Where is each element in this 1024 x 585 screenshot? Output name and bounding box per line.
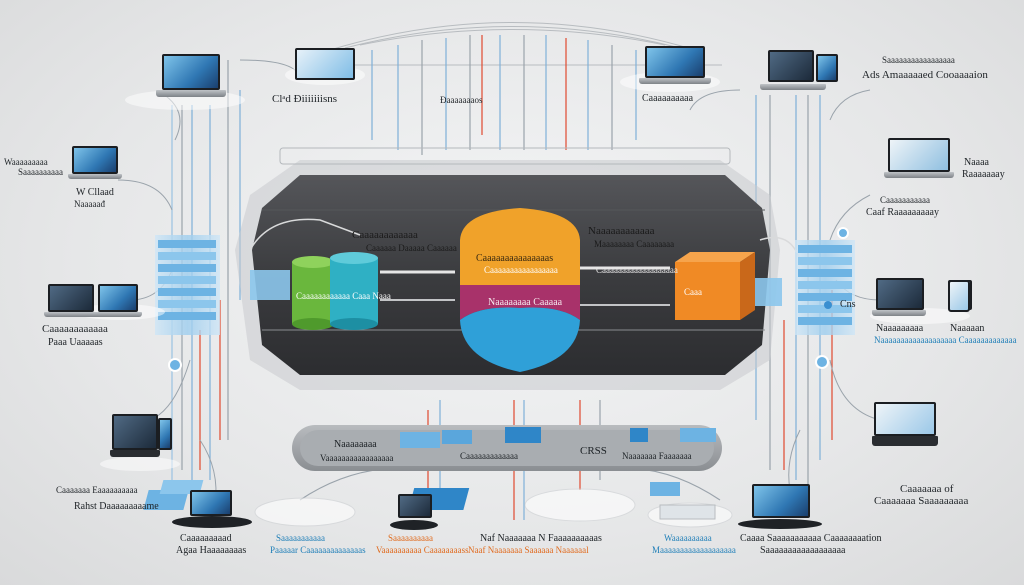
label-right-lower-b: Naaaaan (950, 323, 985, 334)
label-right-mid-a: Caaaaaaaaaaa (880, 195, 930, 205)
label-bottom-c2-b: Vaaaaaaaaaa Caaaaaaaass (376, 545, 469, 555)
label-top-left-cloud: Clᵃd Điiiiiiisns (272, 93, 338, 105)
label-bottom-right-a: Caaaa Saaaaaaaaaaa Caaaaaaaation (740, 533, 882, 544)
label-bottom-c3-b: Naaf Naaaaaaa Saaaaaa Naaaaaal (468, 545, 589, 555)
label-left-top-a: Waaaaaaaaa (4, 157, 48, 167)
label-hub-right-a: Naaaaaaaaaaaa (588, 225, 655, 237)
label-bottom-left-a: Caaaaaaaaad (180, 533, 232, 544)
core-shield-icon (460, 208, 580, 372)
label-core-mid: Naaaaaaaa Caaaaa (488, 297, 563, 308)
label-right-lower-a: Naaaaaaaaa (876, 323, 924, 334)
label-lower-bar-a: Naaaaaaaa (334, 439, 377, 450)
laptop-icon (884, 138, 954, 180)
label-left-bottom-b: Rahst Daaaaaaaaame (74, 501, 159, 512)
top-vertical-lines (371, 35, 637, 155)
label-cylinder-left: Caaaaaaaaaaaa Caaa Naaa (296, 291, 391, 301)
label-bottom-right-b: Saaaaaaaaaaaaaaaaaa (760, 545, 846, 556)
lower-bar (292, 425, 722, 471)
label-left-mid-b: Naaaaađ (74, 199, 105, 209)
label-bottom-left-b: Agaa Haaaaaaaas (176, 545, 247, 556)
label-hub-right-c: Caaaaaaaaaaaaaaaaaaa (596, 265, 678, 275)
tablet-icon (948, 280, 972, 314)
label-bottom-c1-b: Paaaaar Caaaaaaaaaaaaaas (270, 545, 366, 555)
label-right-lower-c: Naaaaaaaaaaaaaaaaaaa Caaaaaaaaaaaaa (874, 335, 1017, 345)
label-right-top-a: Naaaa (964, 157, 989, 168)
server-rack-left (155, 235, 290, 335)
label-top-right-small: Saaaaaaaaaaaaaaaaa (882, 55, 955, 65)
laptop-icon (752, 484, 812, 524)
label-lower-bar-c: Caaaaaaaaaaaaa (460, 451, 518, 461)
monitor-icon (872, 402, 938, 450)
label-right-top-b: Raaaaaaay (962, 169, 1005, 180)
label-left-mid-a: W Cllaad (76, 187, 114, 198)
server-rack-right (752, 240, 855, 335)
laptop-icon (190, 490, 234, 524)
laptop-icon (156, 54, 226, 104)
label-bottom-c3-a: Naf Naaaaaaa N Faaaaaaaaaas (480, 533, 602, 544)
laptop-icon (68, 146, 122, 180)
label-lower-bar-e: Naaaaaaa Faaaaaaa (622, 451, 692, 461)
label-bottom-c4-b: Maaaaaaaaaaaaaaaaaaa (652, 545, 736, 555)
label-core-top-b: Caaaaaaaaaaaaaaaaa (484, 265, 558, 275)
label-bottom-c2-a: Saaaaaaaaaa (388, 533, 433, 543)
label-right-cns: Cns (840, 299, 856, 310)
label-top-right-title: Ads Amaaaaaed Cooaaaaion (862, 69, 988, 81)
laptop-icon (110, 414, 174, 462)
label-cube-right: Caaa (684, 287, 702, 297)
label-hub-left-a: Caaaaaaaaaaaa (352, 229, 418, 241)
label-left-top-b: Saaaaaaaaaa (18, 167, 63, 177)
label-hub-right-b: Maaaaaaaa Caaaaaaaa (594, 239, 675, 249)
monitor-icon (295, 48, 357, 88)
label-top-right-center: Caaaaaaaaaa (642, 93, 694, 104)
label-left-bottom-a: Caaaaaaa Eaaaaaaaaaa (56, 485, 138, 495)
laptop-icon (398, 494, 434, 526)
cylinder-database-icon (292, 252, 378, 330)
cube-storage-icon (675, 252, 755, 320)
label-lower-bar-b: Vaaaaaaaaaaaaaaaaa (320, 453, 394, 463)
laptop-icon (44, 284, 144, 318)
label-bottom-c4-a: Waaaaaaaaaa (664, 533, 712, 543)
label-bottom-c1-a: Saaaaaaaaaaa (276, 533, 325, 543)
label-top-center-small: Đaaaaaaaos (440, 95, 483, 105)
label-right-mid-b: Caaf Raaaaaaaaay (866, 207, 939, 218)
label-right-bottom-b: Caaaaaaa Saaaaaaaaa (874, 495, 969, 507)
label-left-lower-b: Paaa Uaaaaas (48, 337, 103, 348)
label-right-bottom-a: Caaaaaaa of (900, 483, 954, 495)
label-left-lower-a: Caaaaaaaaaaaa (42, 323, 108, 335)
label-lower-bar-d: CRSS (580, 445, 607, 457)
laptop-icon (639, 46, 711, 86)
laptop-icon (760, 50, 838, 94)
network-nodes (168, 227, 849, 372)
label-core-top: Caaaaaaaaaaaaaaas (476, 253, 554, 264)
label-hub-left-b: Caaaaaa Daaaaa Caaaaaa (366, 243, 457, 253)
